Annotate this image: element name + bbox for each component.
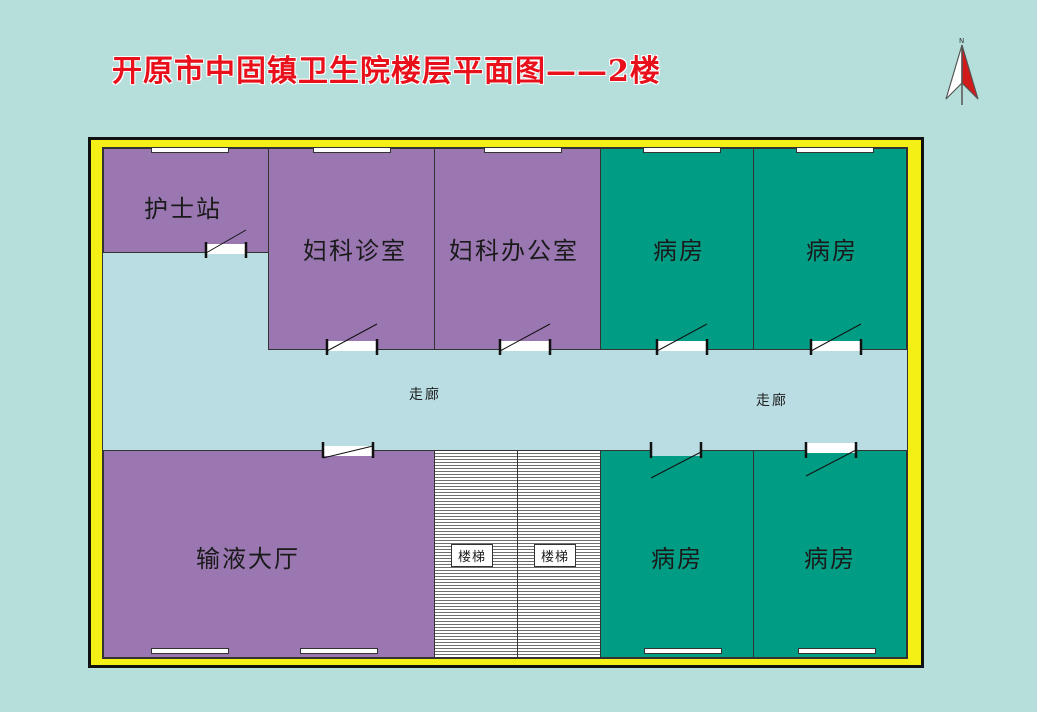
stairs-label: 楼梯: [534, 544, 577, 567]
plan-title: 开原市中固镇卫生院楼层平面图——2楼: [112, 54, 661, 89]
window: [484, 147, 562, 153]
window: [300, 648, 378, 654]
room-ward-top-2: 病房: [753, 148, 907, 350]
window: [796, 147, 874, 153]
room-label: 病房: [806, 237, 858, 265]
room-label: 妇科诊室: [303, 237, 407, 265]
corridor-label: 走廊: [756, 393, 788, 409]
window: [643, 147, 721, 153]
floor-interior: 护士站 妇科诊室 妇科办公室 病房 病房 输液大厅 楼梯 楼梯 病房 病房: [102, 147, 908, 659]
room-label: 妇科办公室: [449, 237, 579, 265]
window: [151, 147, 229, 153]
room-label: 病房: [653, 237, 705, 265]
room-ward-bottom-1: 病房: [600, 450, 754, 658]
room-ward-top-1: 病房: [600, 148, 754, 350]
window: [151, 648, 229, 654]
stairwell-2: 楼梯: [517, 450, 601, 658]
room-infusion-hall: 输液大厅: [103, 450, 435, 658]
room-nurse-station: 护士站: [103, 148, 269, 253]
stairs-label: 楼梯: [451, 544, 494, 567]
window: [313, 147, 391, 153]
svg-text:N: N: [959, 37, 964, 45]
floor-plan: 护士站 妇科诊室 妇科办公室 病房 病房 输液大厅 楼梯 楼梯 病房 病房: [88, 137, 924, 668]
stairwell-1: 楼梯: [434, 450, 518, 658]
north-arrow-icon: N: [945, 37, 979, 105]
window: [644, 648, 722, 654]
room-label: 病房: [804, 545, 856, 573]
room-label: 输液大厅: [196, 545, 300, 573]
room-label: 病房: [651, 545, 703, 573]
window: [798, 648, 876, 654]
room-label: 护士站: [144, 195, 222, 223]
door-symbols: [204, 229, 863, 479]
room-gyn-clinic: 妇科诊室: [268, 148, 435, 350]
room-ward-bottom-2: 病房: [753, 450, 907, 658]
corridor-label: 走廊: [409, 387, 441, 403]
